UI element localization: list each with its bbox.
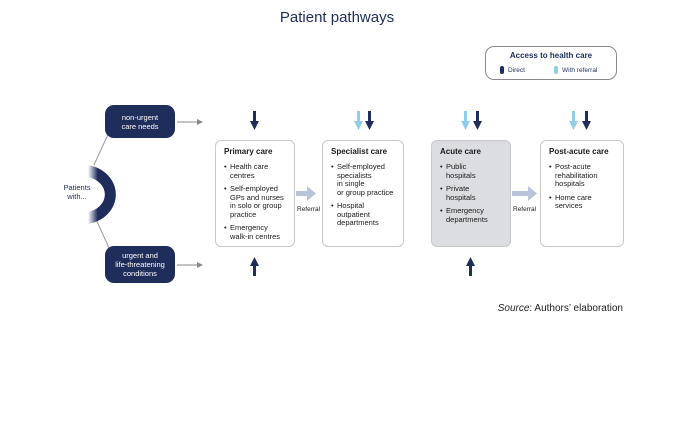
legend: Access to health care Direct With referr… bbox=[485, 46, 617, 80]
post-acute-care-title: Post-acute care bbox=[549, 147, 609, 156]
acute-care-item: Private hospitals bbox=[440, 184, 510, 202]
post-acute-care-item: Home care services bbox=[549, 193, 623, 211]
acute-direct-arrow bbox=[473, 111, 482, 130]
patients-crescent bbox=[88, 165, 116, 224]
specialist-care-box: Specialist care Self-employed specialist… bbox=[322, 140, 404, 247]
referral-arrow-1 bbox=[296, 186, 316, 201]
primary-up-arrow bbox=[250, 257, 259, 276]
legend-direct-label: Direct bbox=[508, 67, 525, 74]
referral-swatch bbox=[554, 66, 558, 74]
acute-care-box: Acute care Public hospitals Private hosp… bbox=[431, 140, 511, 247]
acute-care-item: Emergency departments bbox=[440, 206, 510, 224]
patients-label: Patients with... bbox=[63, 183, 91, 201]
primary-care-box: Primary care Health care centres Self-em… bbox=[215, 140, 295, 247]
acute-referral-arrow bbox=[461, 111, 470, 130]
acute-care-item: Public hospitals bbox=[440, 162, 510, 180]
primary-care-item: Emergency walk-in centres bbox=[224, 223, 294, 241]
acute-care-title: Acute care bbox=[440, 147, 481, 156]
diagram-title: Patient pathways bbox=[279, 9, 395, 26]
primary-care-title: Primary care bbox=[224, 147, 273, 156]
direct-swatch bbox=[500, 66, 504, 74]
postacute-referral-arrow bbox=[569, 111, 578, 130]
referral-arrow-2 bbox=[512, 186, 537, 201]
legend-referral-label: With referral bbox=[562, 67, 598, 74]
specialist-care-item: Self-employed specialists in single or g… bbox=[331, 162, 403, 197]
legend-title: Access to health care bbox=[509, 51, 593, 60]
primary-care-item: Health care centres bbox=[224, 162, 294, 180]
primary-direct-arrow bbox=[250, 111, 259, 130]
non-urgent-pill: non-urgent care needs bbox=[105, 105, 175, 138]
urgent-pill: urgent and life-threatening conditions bbox=[105, 246, 175, 283]
source-text: : Authors’ elaboration bbox=[529, 303, 623, 314]
specialist-care-item: Hospital outpatient departments bbox=[331, 201, 403, 228]
primary-care-item: Self-employed GPs and nurses in solo or … bbox=[224, 184, 294, 219]
postacute-direct-arrow bbox=[582, 111, 591, 130]
referral-label-1: Referral bbox=[297, 206, 321, 213]
specialist-referral-arrow bbox=[354, 111, 363, 130]
specialist-direct-arrow bbox=[365, 111, 374, 130]
post-acute-care-box: Post-acute care Post-acute rehabilitatio… bbox=[540, 140, 624, 247]
post-acute-care-item: Post-acute rehabilitation hospitals bbox=[549, 162, 623, 189]
referral-label-2: Referral bbox=[513, 206, 537, 213]
source-label: Source bbox=[497, 303, 530, 314]
source-note: Source: Authors’ elaboration bbox=[498, 303, 623, 314]
specialist-care-title: Specialist care bbox=[331, 147, 388, 156]
acute-up-arrow bbox=[466, 257, 475, 276]
